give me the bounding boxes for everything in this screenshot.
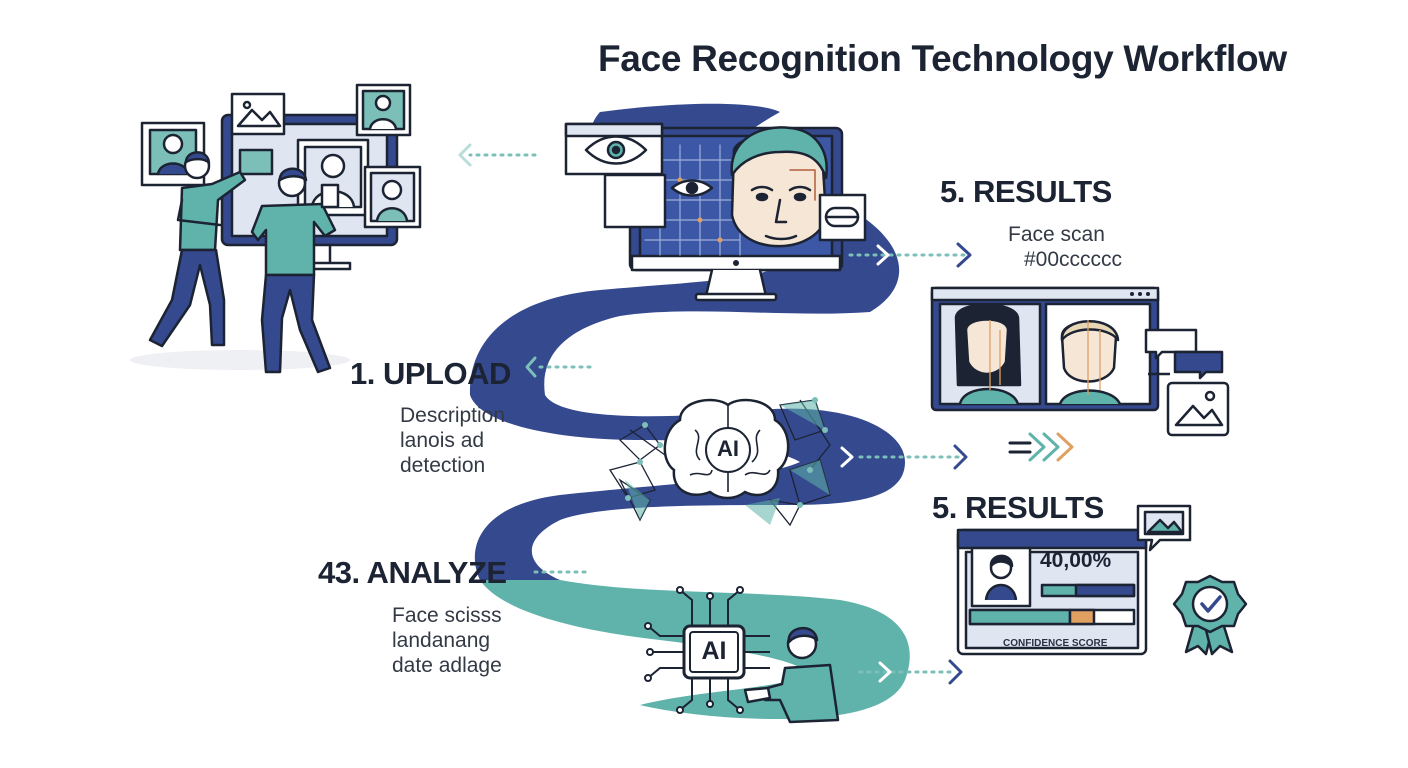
step-upload-label: 1. UPLOAD xyxy=(350,356,511,391)
ai-brain-network-icon xyxy=(608,397,831,527)
chevron-right-icon xyxy=(876,244,890,266)
page-title: Face Recognition Technology Workflow xyxy=(598,38,1287,79)
step-analyze-label: 43. ANALYZE xyxy=(318,555,507,590)
confidence-score-caption: CONFIDENCE SCORE xyxy=(1003,638,1108,649)
person-at-chip-illustration xyxy=(743,627,840,724)
step-results-bottom-label: 5. RESULTS xyxy=(932,490,1104,525)
description-line: Face scisss xyxy=(392,604,502,627)
face-comparison-window-icon xyxy=(930,286,1224,412)
description-line: #00cccccc xyxy=(1024,248,1123,271)
band-segment-top xyxy=(469,103,900,395)
step-results-top-description: Face scan #00cccccc xyxy=(1008,222,1122,272)
step-analyze-description: Face scisss landanang date adlage xyxy=(392,603,502,678)
chevron-right-icon xyxy=(948,659,963,685)
confidence-score-value: 40,00% xyxy=(1040,549,1112,572)
chevron-left-icon xyxy=(458,143,472,167)
description-line: Face scan xyxy=(1008,223,1105,246)
confidence-score-card-icon xyxy=(956,504,1192,656)
chip-ai-label: AI xyxy=(701,637,727,665)
chevrons xyxy=(458,143,972,685)
description-line: landanang xyxy=(392,629,491,652)
chevron-right-icon xyxy=(878,661,892,683)
step-detect-label: 02 DETECT xyxy=(607,337,770,372)
ai-chip-icon xyxy=(644,586,770,714)
chevron-right-icon xyxy=(840,446,854,468)
verified-badge-icon xyxy=(1172,574,1248,656)
step-upload-description: Description lanois ad detection xyxy=(400,403,505,478)
brain-ai-label: AI xyxy=(717,436,739,461)
description-line: detection xyxy=(400,454,486,477)
step-results-top-label: 5. RESULTS xyxy=(940,174,1112,209)
chevron-right-icon xyxy=(953,444,968,470)
chevron-right-icon xyxy=(956,242,972,268)
double-chevron-icon xyxy=(1008,432,1074,462)
description-line: date adlage xyxy=(392,654,502,677)
step-analyze-band-label: 45 ANALYZE xyxy=(593,551,774,586)
description-line: Description xyxy=(400,404,506,427)
image-icon xyxy=(1166,381,1230,437)
people-uploading-photos-illustration xyxy=(130,83,422,374)
description-line: lanois ad xyxy=(400,429,485,452)
chevron-left-icon xyxy=(525,356,537,378)
monitor-face-scan-icon xyxy=(564,122,867,302)
connectors xyxy=(468,153,967,674)
